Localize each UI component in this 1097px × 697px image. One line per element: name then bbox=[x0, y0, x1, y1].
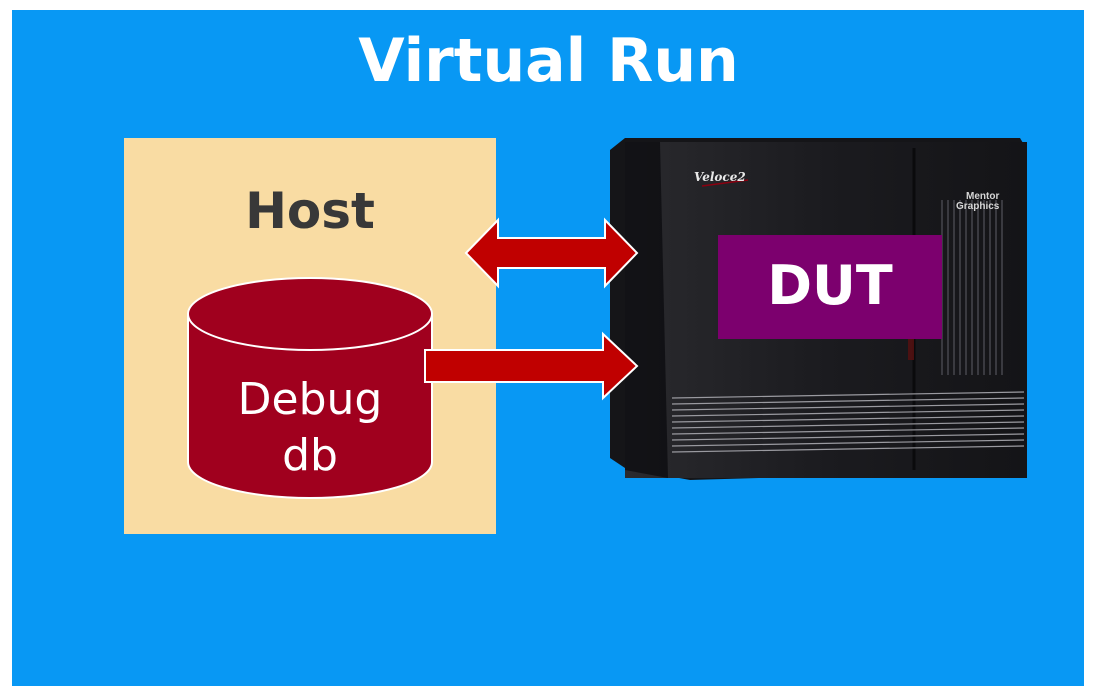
vendor-logo-line2: Graphics bbox=[956, 201, 1000, 212]
database-label-line2: db bbox=[282, 430, 338, 481]
right-arrow-icon bbox=[424, 331, 639, 401]
dut-label: DUT bbox=[767, 254, 893, 317]
mentor-graphics-logo: Mentor Graphics bbox=[956, 192, 999, 212]
database-label-line1: Debug bbox=[237, 374, 383, 425]
vendor-logo-line1: Mentor bbox=[966, 191, 1000, 202]
dut-box bbox=[718, 235, 942, 339]
slide-title: Virtual Run bbox=[358, 26, 739, 96]
host-label: Host bbox=[245, 182, 375, 240]
bidirectional-arrow-icon bbox=[464, 217, 639, 289]
database-cylinder-icon bbox=[187, 277, 433, 499]
veloce-logo: Veloce2 bbox=[694, 170, 746, 184]
